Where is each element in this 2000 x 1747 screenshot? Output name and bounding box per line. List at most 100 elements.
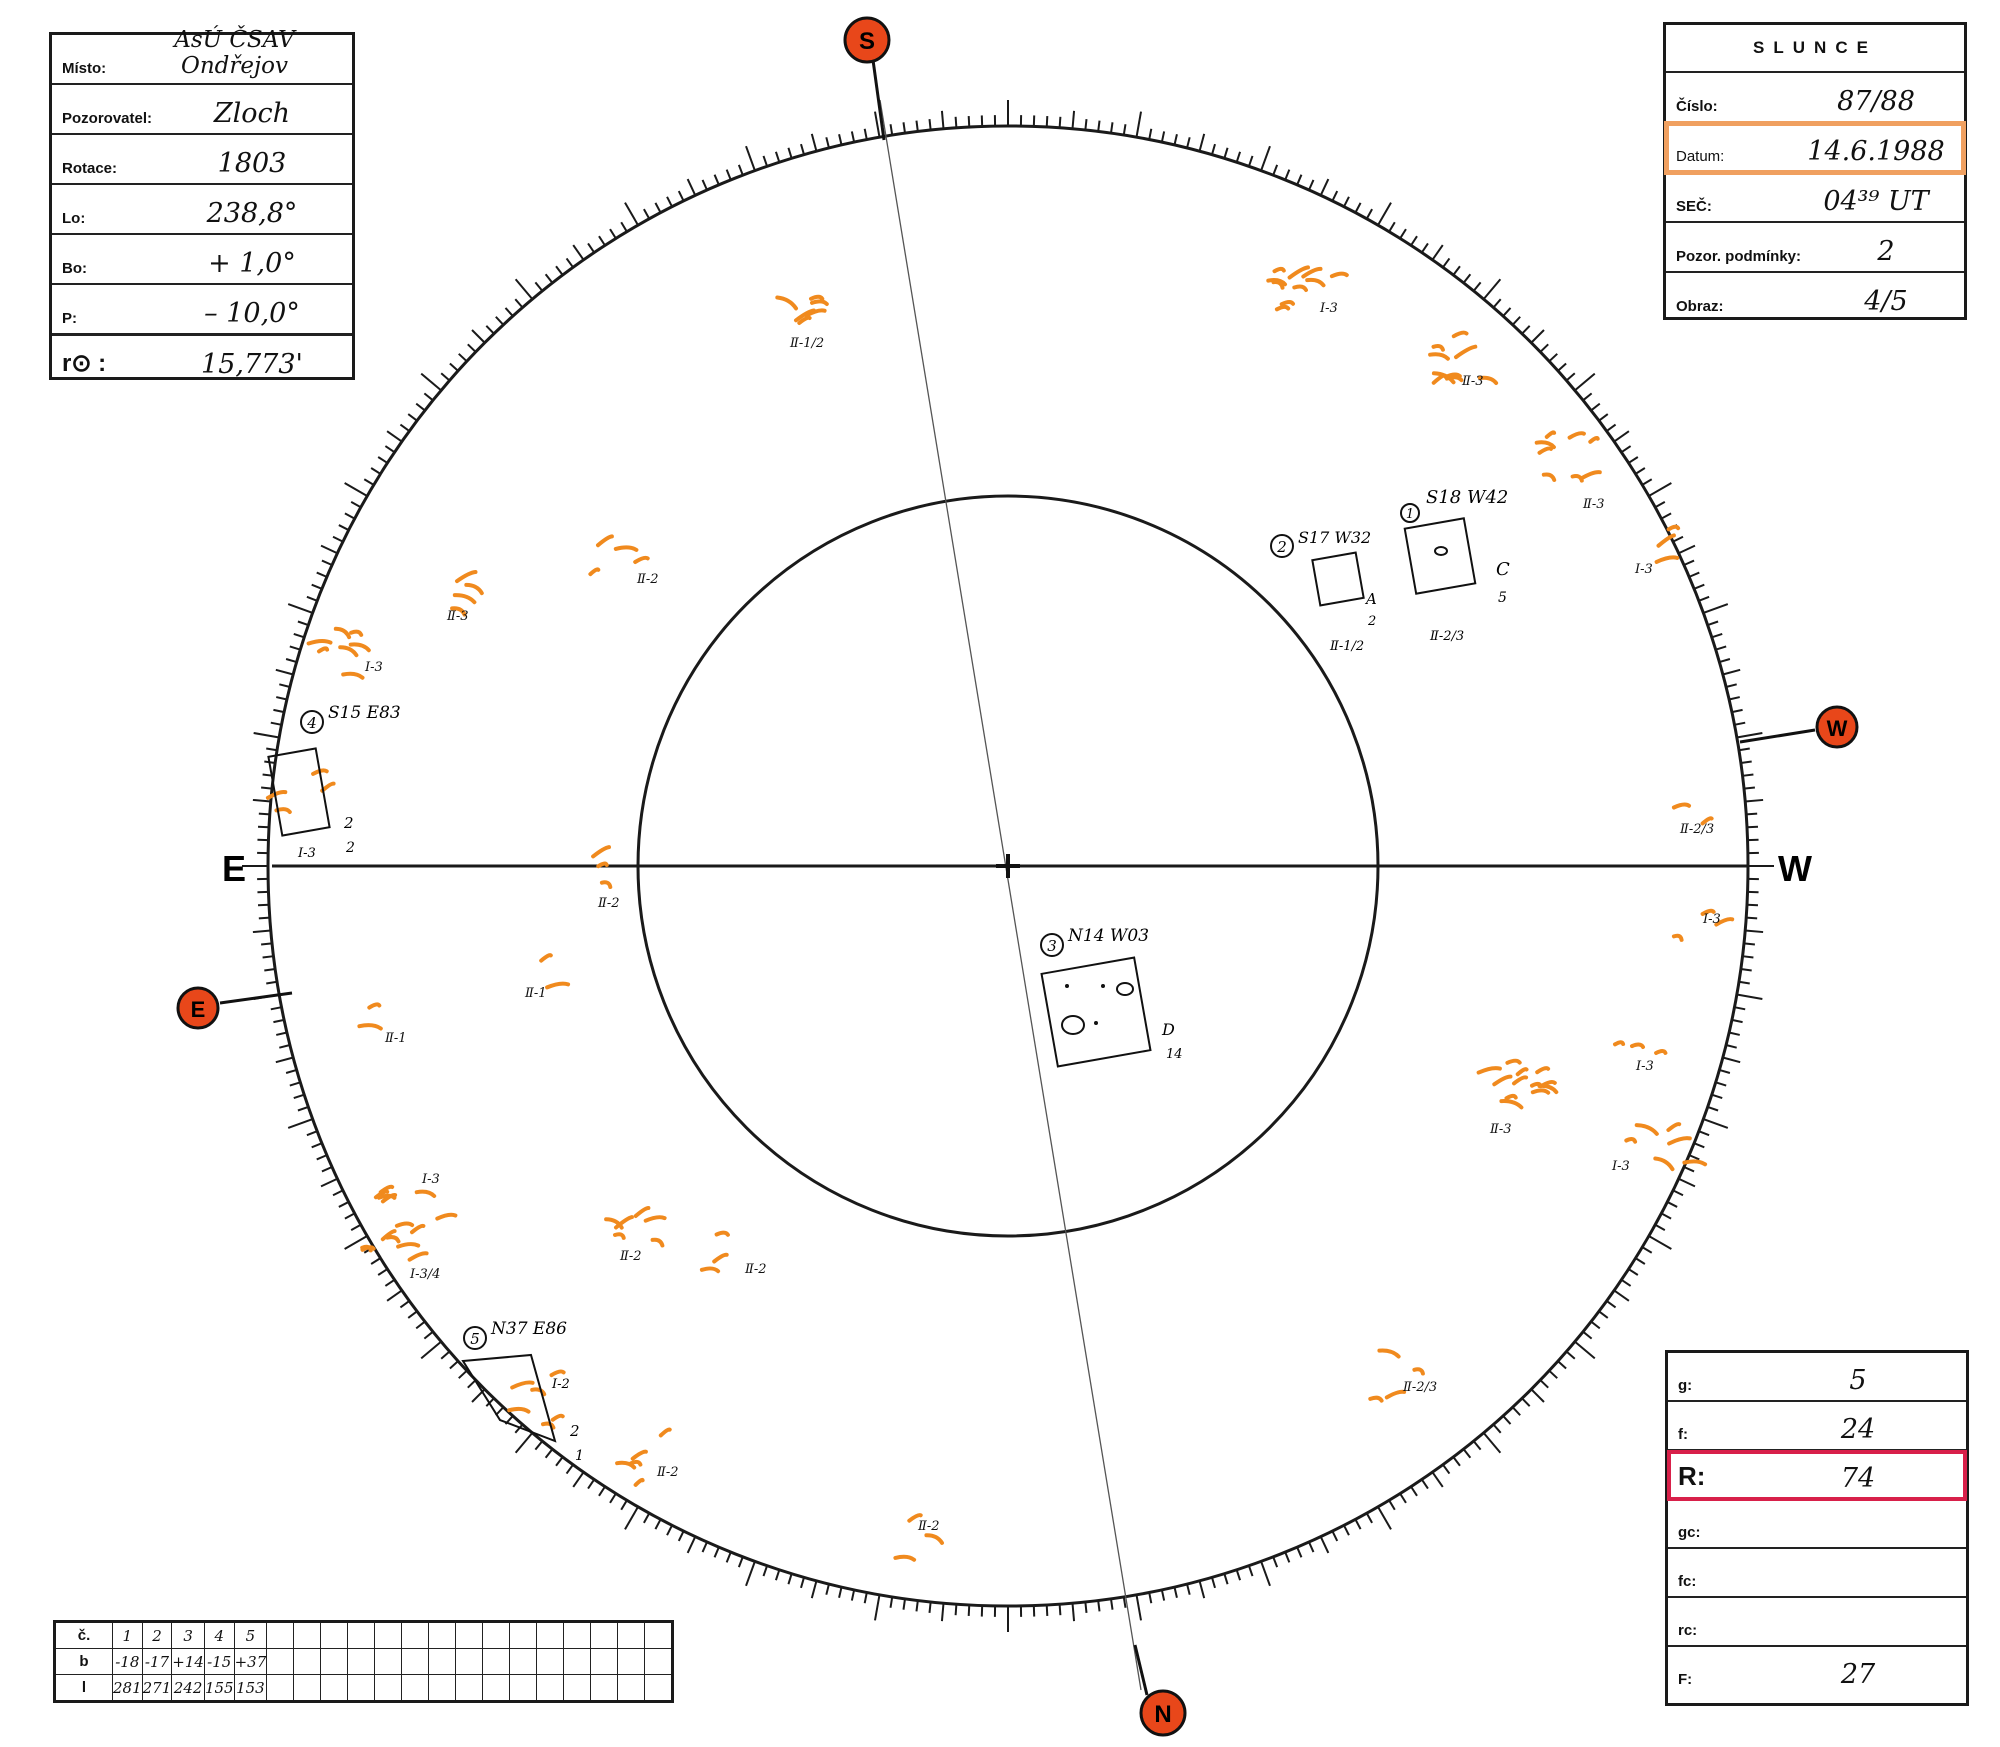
group-positions-table: č. 1 2 3 4 5 b -18 -17 +14 -15 +37 l 281…	[53, 1620, 675, 1703]
limb-tick	[1482, 278, 1502, 300]
limb-tick	[902, 1598, 907, 1610]
limb-tick	[713, 1546, 720, 1558]
limb-tick	[874, 111, 881, 138]
limb-tick	[262, 955, 274, 959]
facula-stroke	[1271, 280, 1285, 290]
limb-tick	[467, 343, 477, 353]
limb-tick	[1654, 501, 1666, 509]
facula-stroke	[1714, 917, 1735, 927]
limb-tick	[1462, 1448, 1472, 1459]
limb-tick	[1296, 174, 1303, 186]
facula-label: Ⅰ-3	[1702, 912, 1721, 927]
limb-tick	[572, 244, 585, 261]
limb-tick	[624, 202, 639, 226]
limb-tick	[1557, 1360, 1567, 1370]
limb-tick	[1502, 307, 1512, 317]
facula-stroke	[1305, 277, 1326, 288]
lo-value: 238,8°	[206, 198, 298, 229]
limb-tick	[321, 559, 333, 566]
limb-tick	[1331, 1530, 1339, 1542]
spot-group-5: 5 N37 E86 2 1 Ⅰ-2	[461, 1319, 584, 1464]
limb-tick	[384, 445, 396, 454]
facula-stroke	[1274, 304, 1291, 312]
spot-group-2-class: A	[1364, 590, 1377, 608]
limb-tick	[350, 1223, 362, 1231]
limb-tick	[1703, 1118, 1729, 1129]
facula-label: Ⅱ-2/3	[1679, 822, 1714, 837]
limb-tick	[1598, 413, 1609, 422]
limb-tick	[800, 143, 805, 155]
limb-tick	[420, 1340, 442, 1360]
limb-tick	[1377, 1506, 1392, 1530]
limb-tick	[928, 1601, 932, 1613]
limb-tick	[293, 632, 305, 639]
limb-tick	[544, 273, 554, 284]
limb-tick	[572, 1471, 585, 1488]
facula-label: Ⅰ-3	[364, 660, 383, 675]
facula-stroke	[588, 567, 601, 577]
limb-tick	[1707, 620, 1719, 627]
limb-tick	[1377, 202, 1392, 226]
limb-tick	[745, 1561, 756, 1587]
limb-tick	[285, 1069, 297, 1074]
datum-label: Datum:	[1676, 148, 1725, 165]
limb-tick	[1613, 1289, 1630, 1302]
sun-row-obraz: Obraz:4/5	[1666, 273, 1964, 321]
facula-stroke	[1377, 1348, 1401, 1359]
limb-tick	[423, 392, 434, 402]
facula-stroke	[1534, 440, 1556, 450]
limb-tick	[1084, 119, 1088, 131]
limb-tick	[332, 535, 344, 543]
limb-tick	[1148, 128, 1153, 140]
limb-tick	[1530, 1388, 1545, 1403]
table-cell: -17	[141, 1648, 173, 1675]
limb-tick	[415, 1320, 426, 1330]
facula-stroke	[924, 1533, 944, 1545]
misto-label: Místo:	[62, 60, 107, 77]
facula-stroke	[1588, 435, 1600, 444]
limb-tick	[415, 402, 426, 412]
limb-tick	[1725, 1044, 1737, 1049]
limb-tick	[514, 278, 534, 300]
facula-stroke	[1431, 373, 1447, 385]
limb-tick	[1698, 1130, 1710, 1137]
sunspot-stats-box: g:5 f:24 R:74 gc: fc: rc: F:27	[1665, 1350, 1969, 1706]
limb-tick	[915, 1600, 919, 1612]
limb-tick	[825, 1583, 830, 1595]
limb-tick	[311, 583, 323, 590]
limb-tick	[889, 1596, 894, 1608]
bo-value: + 1,0°	[208, 248, 296, 279]
limb-tick	[1635, 1257, 1646, 1265]
limb-tick	[1211, 1577, 1216, 1589]
limb-tick	[320, 1177, 338, 1188]
limb-tick	[270, 1006, 282, 1011]
spot-group-4-faculae: Ⅰ-3	[297, 846, 316, 861]
facula-stroke	[1537, 446, 1553, 455]
limb-tick	[321, 1166, 333, 1173]
facula-stroke	[464, 582, 484, 596]
limb-tick	[1135, 1594, 1142, 1621]
row-l-label: l	[54, 1674, 113, 1702]
facula-stroke	[591, 845, 611, 859]
limb-tick	[1738, 747, 1750, 752]
facula-label: Ⅰ-3/4	[409, 1267, 440, 1282]
limb-tick	[1160, 1589, 1166, 1601]
facula-stroke	[435, 1212, 458, 1221]
limb-tick	[787, 1573, 793, 1585]
facula-stroke	[1451, 330, 1469, 339]
info-row-ro: r⊙ :15,773'	[52, 336, 352, 384]
spot-group-4-coords: S15 E83	[328, 703, 401, 723]
facula-stroke	[407, 1251, 429, 1262]
limb-tick	[624, 1506, 639, 1530]
limb-tick	[737, 1556, 744, 1568]
limb-tick	[1431, 1471, 1444, 1488]
limb-tick	[514, 1432, 534, 1454]
f-value: 24	[1840, 1414, 1876, 1445]
limb-tick	[1186, 137, 1191, 149]
limb-tick	[1284, 169, 1291, 181]
east-marker-icon	[176, 986, 220, 1030]
limb-tick	[449, 362, 459, 372]
obraz-value: 4/5	[1864, 286, 1908, 317]
limb-tick	[471, 329, 486, 344]
